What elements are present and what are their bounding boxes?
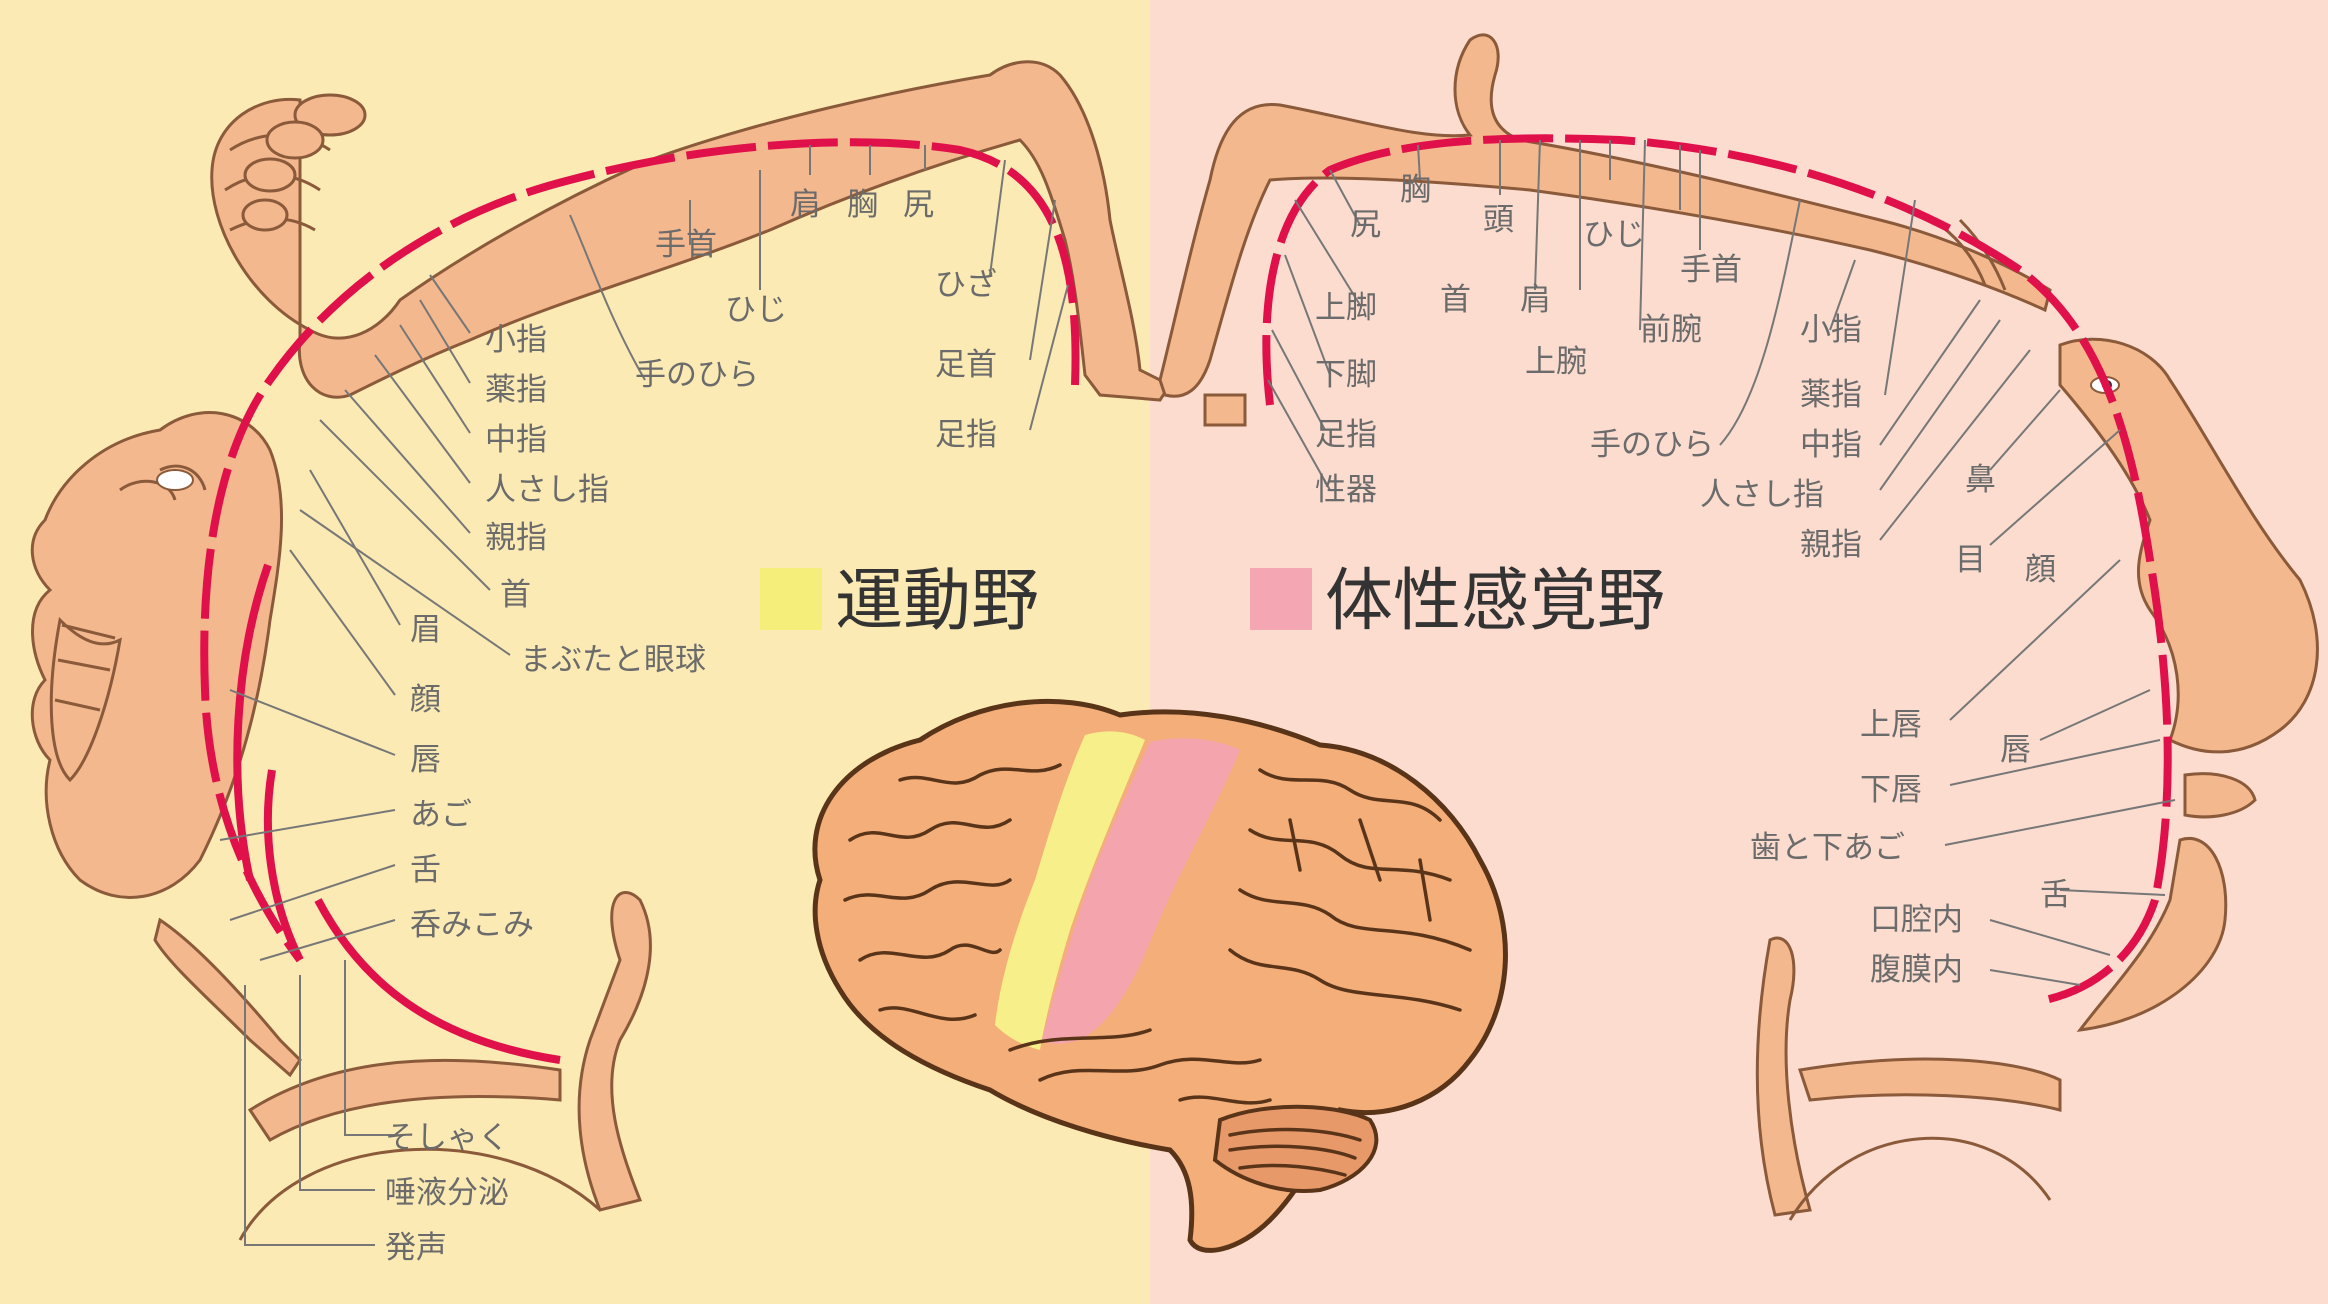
motor-eye-icon (157, 470, 193, 490)
sensory-label-shoulder: 肩 (1520, 282, 1551, 318)
motor-label-chest: 胸 (847, 187, 878, 223)
motor-label-little-finger: 小指 (485, 322, 547, 358)
sensory-label-upper-arm: 上腕 (1525, 344, 1587, 380)
motor-legend-label: 運動野 (835, 562, 1039, 641)
sensory-label-eye: 目 (1955, 542, 1986, 578)
motor-label-face: 顔 (410, 682, 441, 718)
sensory-label-chest: 胸 (1400, 172, 1431, 208)
motor-label-middle-finger: 中指 (485, 422, 547, 458)
sensory-legend-label: 体性感覚野 (1325, 562, 1665, 641)
sensory-label-neck: 首 (1440, 282, 1471, 318)
sensory-label-teeth-jaw: 歯と下あご (1750, 830, 1905, 866)
sensory-label-ring-finger: 薬指 (1800, 377, 1862, 413)
sensory-label-oral-cavity: 口腔内 (1870, 902, 1963, 938)
sensory-label-little-finger: 小指 (1800, 312, 1862, 348)
sensory-label-forearm: 前腕 (1640, 312, 1702, 348)
sensory-label-hip: 尻 (1350, 207, 1381, 243)
sensory-label-nose: 鼻 (1965, 462, 1996, 498)
motor-label-elbow: ひじ (725, 292, 787, 328)
motor-label-chewing: そしゃく (385, 1120, 509, 1156)
sensory-label-tongue: 舌 (2040, 877, 2071, 913)
motor-label-salivation: 唾液分泌 (385, 1175, 509, 1211)
motor-label-neck: 首 (500, 577, 531, 613)
sensory-label-lower-leg: 下脚 (1315, 357, 1377, 393)
sensory-label-head: 頭 (1483, 202, 1514, 238)
sensory-label-abdomen: 腹膜内 (1870, 952, 1963, 988)
motor-label-palm: 手のひら (635, 357, 759, 393)
motor-label-swallowing: 呑みこみ (410, 907, 534, 943)
sensory-label-thumb: 親指 (1800, 527, 1862, 563)
motor-label-jaw: あご (410, 797, 472, 833)
sensory-label-upper-lip: 上唇 (1860, 707, 1922, 743)
sensory-label-wrist: 手首 (1680, 252, 1742, 288)
motor-label-toes: 足指 (935, 417, 997, 453)
motor-label-vocalization: 発声 (385, 1230, 447, 1266)
motor-label-brow: 眉 (410, 612, 441, 648)
sensory-legend-swatch (1250, 568, 1312, 630)
sensory-label-upper-leg: 上脚 (1315, 290, 1377, 326)
motor-label-ankle: 足首 (935, 347, 997, 383)
motor-label-wrist: 手首 (655, 227, 717, 263)
motor-label-knee: ひざ (935, 267, 997, 303)
motor-label-thumb: 親指 (485, 520, 547, 556)
motor-label-tongue: 舌 (410, 852, 441, 888)
motor-label-eyelid-eyeball: まぶたと眼球 (520, 642, 706, 678)
motor-label-ring-finger: 薬指 (485, 372, 547, 408)
sensory-label-lips: 唇 (2000, 732, 2031, 768)
sensory-label-elbow: ひじ (1583, 217, 1645, 253)
sensory-label-middle-finger: 中指 (1800, 427, 1862, 463)
sensory-label-palm: 手のひら (1590, 427, 1714, 463)
sensory-label-face: 顔 (2025, 552, 2056, 588)
sensory-label-toes: 足指 (1315, 417, 1377, 453)
motor-label-shoulder: 肩 (790, 187, 821, 223)
sensory-label-genitals: 性器 (1315, 472, 1377, 508)
motor-label-hip: 尻 (903, 187, 934, 223)
motor-label-index-finger: 人さし指 (485, 472, 609, 508)
motor-legend-swatch (760, 568, 822, 630)
motor-label-lips: 唇 (410, 742, 441, 778)
sensory-label-index-finger: 人さし指 (1700, 477, 1824, 513)
sensory-label-lower-lip: 下唇 (1860, 772, 1922, 808)
